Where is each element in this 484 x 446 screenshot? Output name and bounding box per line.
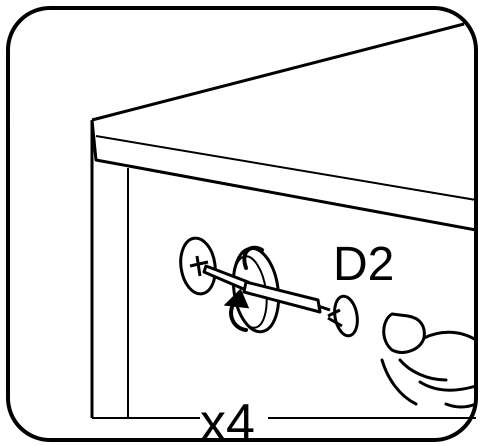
quantity-label: x4 bbox=[200, 394, 255, 446]
cap-piece bbox=[327, 294, 359, 338]
screwdriver-icon bbox=[202, 264, 331, 314]
rotate-arrow-icon bbox=[223, 245, 264, 332]
cabinet-panel bbox=[90, 22, 477, 419]
diagram-frame bbox=[6, 6, 478, 442]
top-back-edge bbox=[91, 22, 465, 122]
hand-icon bbox=[380, 312, 478, 409]
top-thickness-line bbox=[95, 135, 477, 201]
part-label: D2 bbox=[333, 238, 394, 291]
screw-icon bbox=[179, 236, 217, 296]
